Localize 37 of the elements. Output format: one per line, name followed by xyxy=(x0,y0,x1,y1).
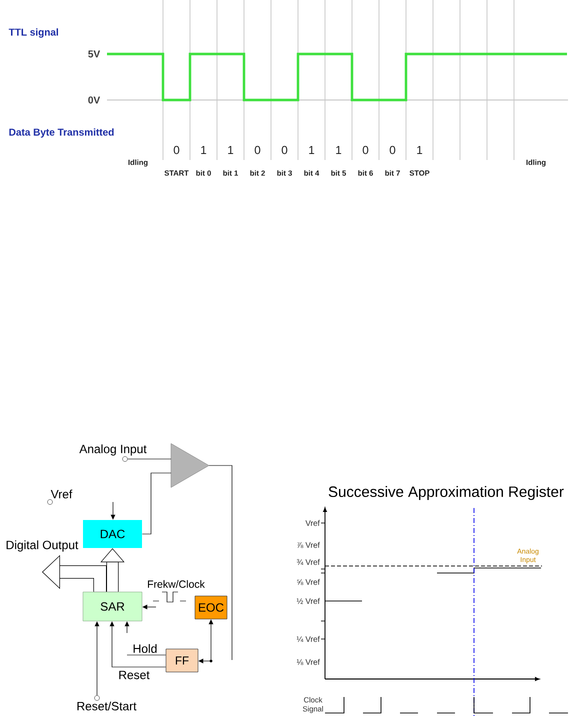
bit-value: 1 xyxy=(228,146,234,154)
terminal-label: Analog Input xyxy=(79,444,147,456)
bit-value: 0 xyxy=(174,146,180,154)
bit-value: 1 xyxy=(336,146,342,154)
connector-line xyxy=(142,472,172,534)
chart-title: Successive Approximation Register xyxy=(328,486,564,500)
tick-label: ¼ Vref xyxy=(296,636,320,642)
edge-label: Reset xyxy=(119,670,150,680)
edge-label: Digital Output xyxy=(6,540,78,552)
tick-label: Vref xyxy=(305,520,320,526)
tick-label: ⅝ Vref xyxy=(297,579,320,585)
level-label: 0V xyxy=(88,96,100,104)
block-box: DAC xyxy=(83,520,142,548)
edge-label: Hold xyxy=(134,644,157,653)
level-label: 5V xyxy=(88,50,100,58)
bit-value: 0 xyxy=(254,146,260,154)
tick-label: ¾ Vref xyxy=(296,559,320,565)
block-box: EOC xyxy=(194,596,228,620)
bit-value: 0 xyxy=(390,146,396,154)
terminal-label: Vref xyxy=(50,490,72,498)
bit-value: 0 xyxy=(362,146,368,154)
block-box: FF xyxy=(166,648,198,672)
tick-label: ⅞ Vref xyxy=(297,542,320,548)
terminal-label: Reset/Start xyxy=(77,702,136,710)
heading: Data Byte Transmitted xyxy=(9,128,114,138)
tick-label: ⅛ Vref xyxy=(296,659,320,665)
heading: TTL signal xyxy=(8,28,58,38)
connector-line xyxy=(208,465,232,660)
comparator-triangle xyxy=(170,443,210,488)
bit-value: 1 xyxy=(417,146,422,154)
connector-line xyxy=(127,458,172,460)
tick-label: ½ Vref xyxy=(296,598,320,604)
clock-label: Frekw/Clock xyxy=(148,580,205,588)
bit-value: 1 xyxy=(201,146,206,154)
block-box: SAR xyxy=(82,592,142,622)
bit-value: 1 xyxy=(309,146,314,154)
bit-value: 0 xyxy=(282,146,288,154)
